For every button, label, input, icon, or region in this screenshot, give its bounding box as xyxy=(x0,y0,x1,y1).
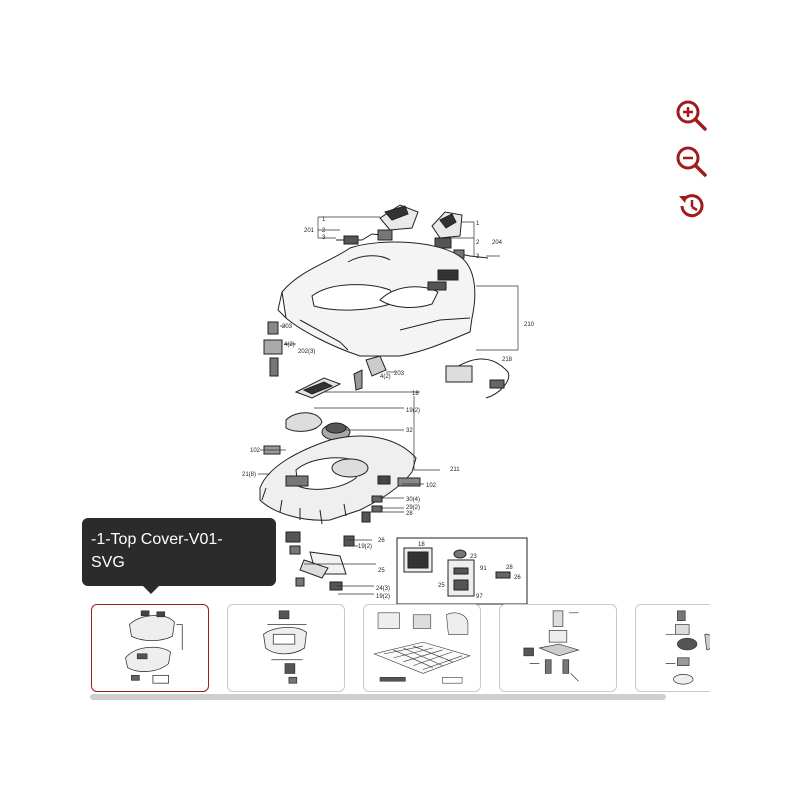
callout-label: 2 xyxy=(322,228,326,234)
callout-label: 25 xyxy=(378,568,385,574)
callout-label: 29(2) xyxy=(406,505,420,511)
thumbnail-diagram xyxy=(373,612,471,684)
callout-label: 3 xyxy=(476,254,480,260)
tooltip-line: -1-Top Cover-V01- xyxy=(91,531,223,548)
callout-label: 97 xyxy=(476,594,483,600)
callout-label: 211 xyxy=(450,467,460,473)
callout-label: 28 xyxy=(506,565,513,571)
callout-label: 218 xyxy=(502,357,513,363)
callout-label: 4(2) xyxy=(380,374,391,380)
callout-label: 19(2) xyxy=(406,408,420,414)
thumbnail-diagram xyxy=(125,610,183,684)
callout-label: 19(2) xyxy=(358,544,372,550)
callout-label: 203 xyxy=(394,371,405,377)
thumbnail-scrollbar[interactable] xyxy=(90,694,666,700)
thumbnail-strip[interactable] xyxy=(90,603,710,699)
tooltip-arrow xyxy=(142,585,160,594)
callout-label: 18 xyxy=(418,542,425,548)
zoom-out-icon xyxy=(676,146,707,177)
callout-label: 26 xyxy=(378,538,385,544)
tooltip-line: SVG xyxy=(91,554,125,571)
thumbnail-chassis[interactable] xyxy=(227,604,345,692)
callout-label: 25 xyxy=(438,583,445,589)
thumbnail-wheels[interactable] xyxy=(499,604,617,692)
zoom-out-button[interactable] xyxy=(670,142,714,182)
zoom-in-icon xyxy=(676,100,707,131)
thumbnail-diagram xyxy=(665,610,710,685)
callout-label: 18 xyxy=(412,391,419,397)
callout-label: 4(2) xyxy=(284,342,295,348)
thumbnail-cutting-system[interactable] xyxy=(635,604,710,692)
callout-label: 102 xyxy=(426,483,437,489)
callout-label: 28 xyxy=(406,511,413,517)
thumbnail-tooltip: -1-Top Cover-V01- SVG xyxy=(82,518,276,586)
thumbnail-diagram xyxy=(263,610,307,684)
callout-label: 202(3) xyxy=(298,349,315,355)
callout-label: 210 xyxy=(524,322,535,328)
callout-label: 32 xyxy=(406,428,413,434)
thumbnail-top-cover[interactable] xyxy=(91,604,209,692)
callout-label: 1 xyxy=(322,217,326,223)
callout-label: 91 xyxy=(480,566,487,572)
callout-label: 1 xyxy=(476,221,480,227)
callout-label: 30(4) xyxy=(406,497,420,503)
callout-label: 24(3) xyxy=(376,586,390,592)
callout-label: 3 xyxy=(322,235,326,241)
thumbnail-charging-station[interactable] xyxy=(363,604,481,692)
zoom-in-button[interactable] xyxy=(670,96,714,136)
history-reset-icon xyxy=(679,194,704,218)
callout-label: 102 xyxy=(250,448,261,454)
callout-label: 203 xyxy=(282,324,293,330)
callout-label: 23 xyxy=(470,554,477,560)
callout-label: 19(2) xyxy=(376,594,390,600)
exploded-parts-diagram[interactable]: 1 201 2 3 1 2 204 3 210 218 203 4(2) 202… xyxy=(230,200,560,610)
callout-label: 21(8) xyxy=(242,472,256,478)
callout-label: 26 xyxy=(514,575,521,581)
callout-label: 2 xyxy=(476,240,480,246)
callout-label: 204 xyxy=(492,240,503,246)
callout-label: 201 xyxy=(304,228,315,234)
reset-view-button[interactable] xyxy=(670,186,714,226)
thumbnail-diagram xyxy=(523,610,580,682)
